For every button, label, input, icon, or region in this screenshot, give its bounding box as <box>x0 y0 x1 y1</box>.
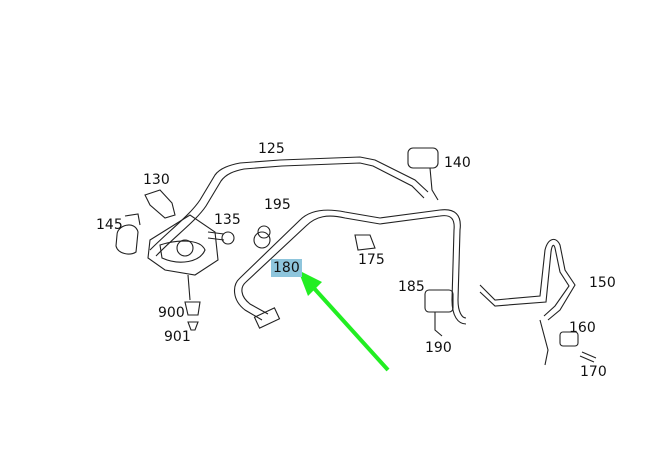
label-185[interactable]: 185 <box>398 279 425 295</box>
label-130[interactable]: 130 <box>143 172 170 188</box>
part-195 <box>253 225 271 249</box>
part-140 <box>407 147 439 201</box>
label-901[interactable]: 901 <box>164 329 191 345</box>
part-130 <box>144 189 176 219</box>
part-135 <box>207 231 235 245</box>
part-145 <box>115 213 141 255</box>
label-190[interactable]: 190 <box>425 340 452 356</box>
pipe-125 <box>149 156 429 257</box>
label-180[interactable]: 180 <box>271 259 302 277</box>
label-150[interactable]: 150 <box>589 275 616 291</box>
label-170[interactable]: 170 <box>580 364 607 380</box>
label-900[interactable]: 900 <box>158 305 185 321</box>
label-145[interactable]: 145 <box>96 217 123 233</box>
part-185 <box>424 289 454 337</box>
part-900 <box>184 301 201 316</box>
part-901 <box>187 321 199 331</box>
label-195[interactable]: 195 <box>264 197 291 213</box>
bracket-plate <box>147 214 219 301</box>
pipe-180 <box>234 209 467 329</box>
label-135[interactable]: 135 <box>214 212 241 228</box>
label-175[interactable]: 175 <box>358 252 385 268</box>
part-175 <box>354 234 376 251</box>
part-160 <box>539 319 579 366</box>
pipe-150 <box>479 238 576 321</box>
part-170 <box>579 351 597 363</box>
label-125[interactable]: 125 <box>258 141 285 157</box>
label-140[interactable]: 140 <box>444 155 471 171</box>
label-160[interactable]: 160 <box>569 320 596 336</box>
highlight-arrow <box>298 270 390 372</box>
